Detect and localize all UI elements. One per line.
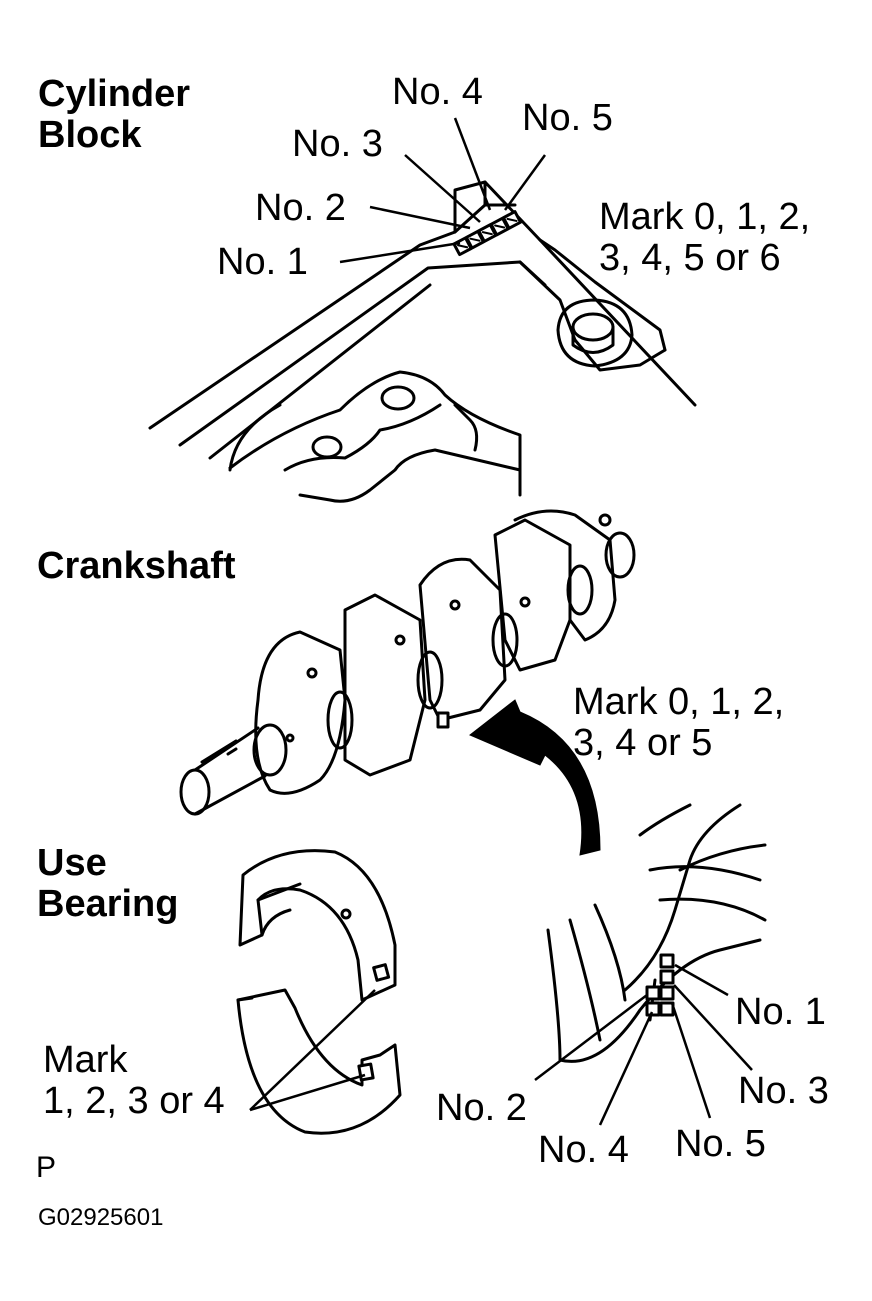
cylinder-block-heading: Cylinder Block: [38, 73, 191, 157]
block-label-no3: No. 3: [292, 123, 383, 165]
crank-mark-boxes: [645, 953, 675, 1017]
crankshaft-drawing: [179, 509, 636, 856]
cylinder-block-drawing: [148, 117, 697, 503]
crank-detail-drawing: [534, 803, 767, 1126]
block-label-no1: No. 1: [217, 241, 308, 283]
crank-label-no4: No. 4: [538, 1129, 629, 1171]
crank-label-no1: No. 1: [735, 991, 826, 1033]
use-bearing-heading: Use Bearing: [37, 842, 179, 926]
crank-label-no2: No. 2: [436, 1087, 527, 1129]
crank-label-no3: No. 3: [738, 1070, 829, 1112]
crank-label-no5: No. 5: [675, 1123, 766, 1165]
bearing-drawing: [236, 849, 402, 1135]
crankshaft-heading: Crankshaft: [37, 545, 236, 587]
block-label-no5: No. 5: [522, 97, 613, 139]
crankshaft-mark-label: Mark 0, 1, 2, 3, 4 or 5: [573, 681, 785, 765]
footer-letter: P: [36, 1151, 57, 1184]
block-mark-label: Mark 0, 1, 2, 3, 4, 5 or 6: [599, 196, 811, 280]
block-label-no4: No. 4: [392, 71, 483, 113]
figure-code: G02925601: [38, 1204, 164, 1231]
bearing-mark-label: Mark 1, 2, 3 or 4: [43, 1039, 225, 1123]
block-label-no2: No. 2: [255, 187, 346, 229]
